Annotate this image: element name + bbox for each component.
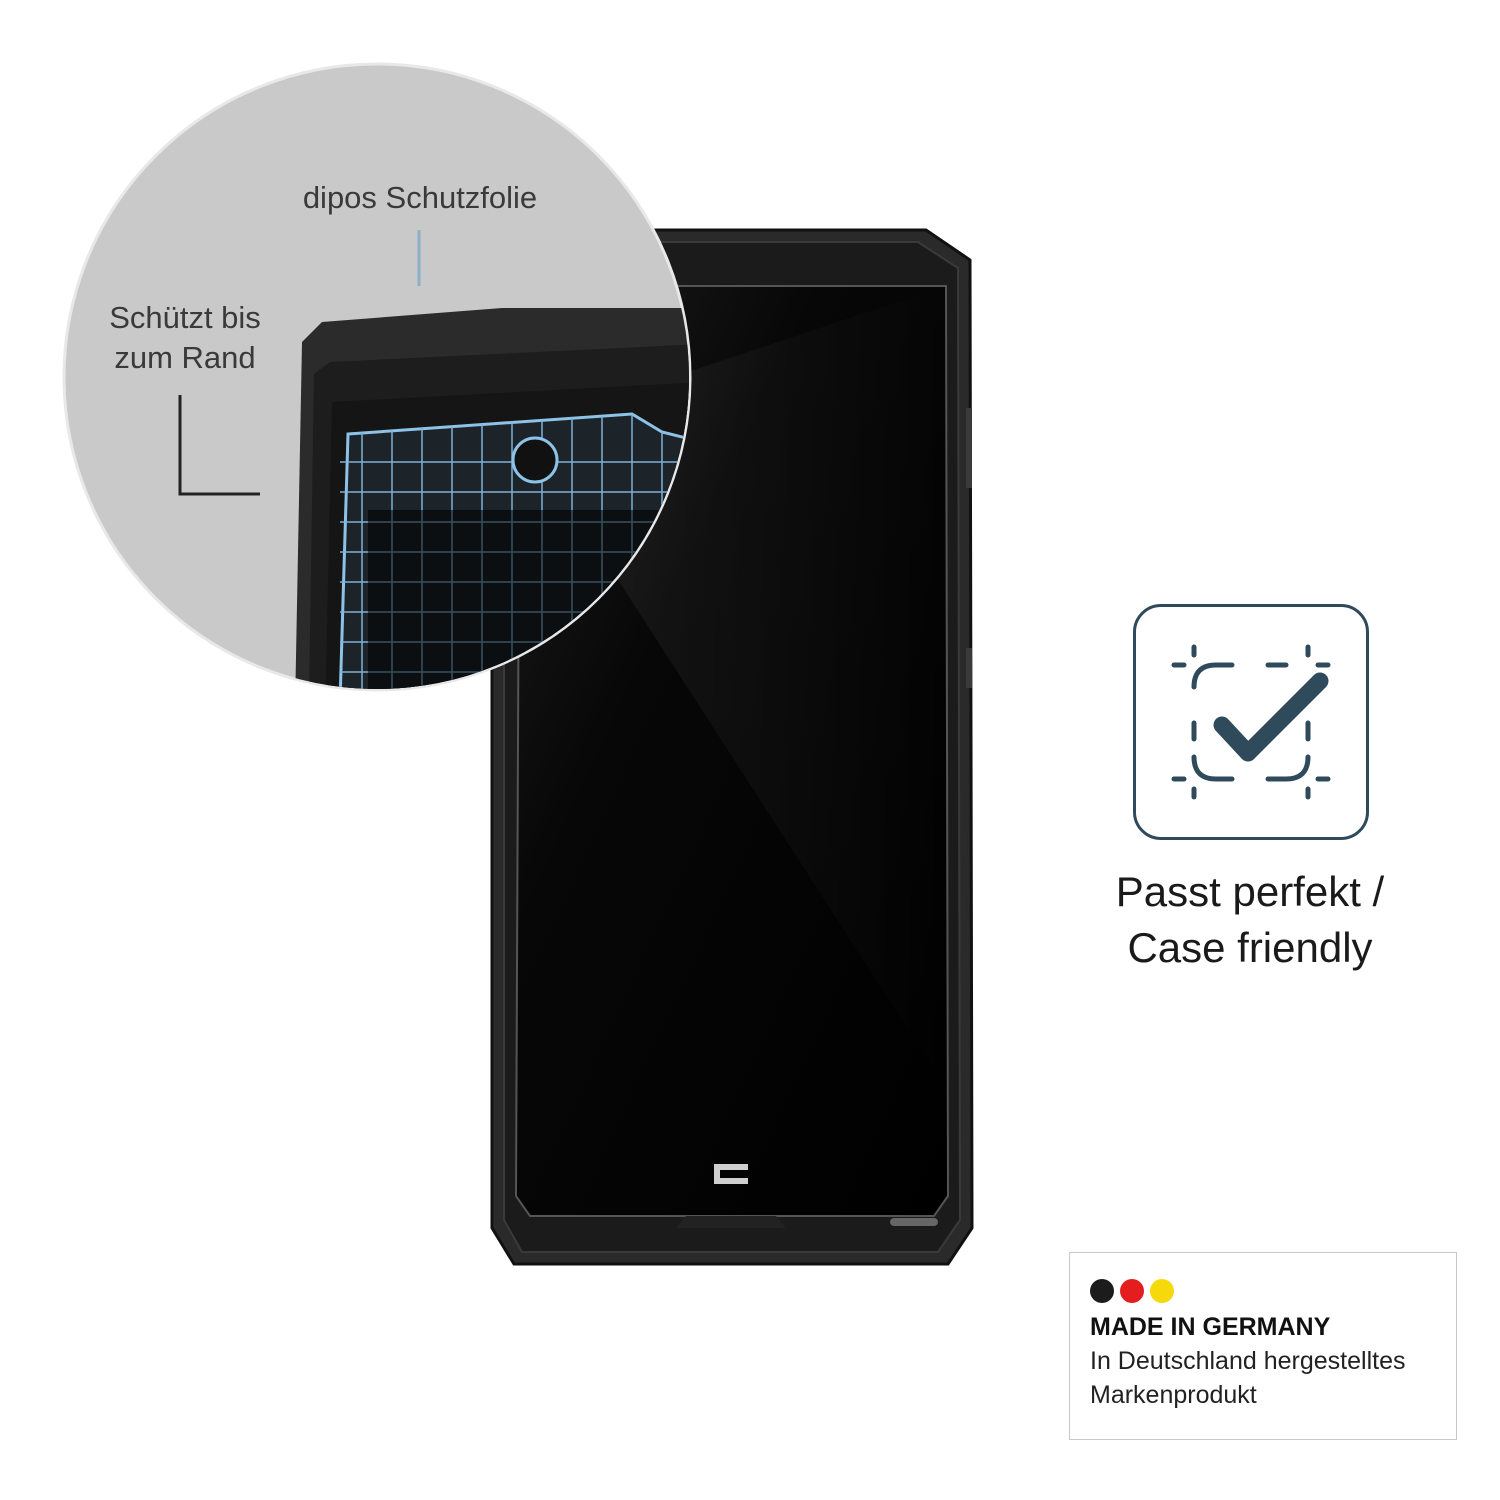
flag-dot-gold (1150, 1279, 1174, 1303)
camera-icon (511, 436, 559, 484)
made-in-germany-title: MADE IN GERMANY (1090, 1313, 1331, 1341)
flag-dot-red (1120, 1279, 1144, 1303)
made-in-germany-line1: In Deutschland hergestelltes (1090, 1347, 1406, 1375)
fit-check-icon (1171, 644, 1331, 800)
film-label: dipos Schutzfolie (302, 180, 538, 215)
feature-line2: Case friendly (1127, 924, 1373, 971)
feature-caption: Passt perfekt / Case friendly (1060, 864, 1440, 976)
made-in-germany-box: MADE IN GERMANY In Deutschland hergestel… (1069, 1252, 1457, 1440)
zoom-circle (62, 62, 692, 692)
flag-dot-black (1090, 1279, 1114, 1303)
feature-line1: Passt perfekt / (1115, 868, 1385, 915)
edge-label-line1: Schützt bis (109, 300, 261, 335)
case-friendly-badge (1133, 604, 1369, 840)
edge-label: Schützt bis zum Rand (80, 298, 290, 378)
edge-label-line2: zum Rand (114, 340, 256, 375)
made-in-germany-line2: Markenprodukt (1090, 1381, 1257, 1409)
